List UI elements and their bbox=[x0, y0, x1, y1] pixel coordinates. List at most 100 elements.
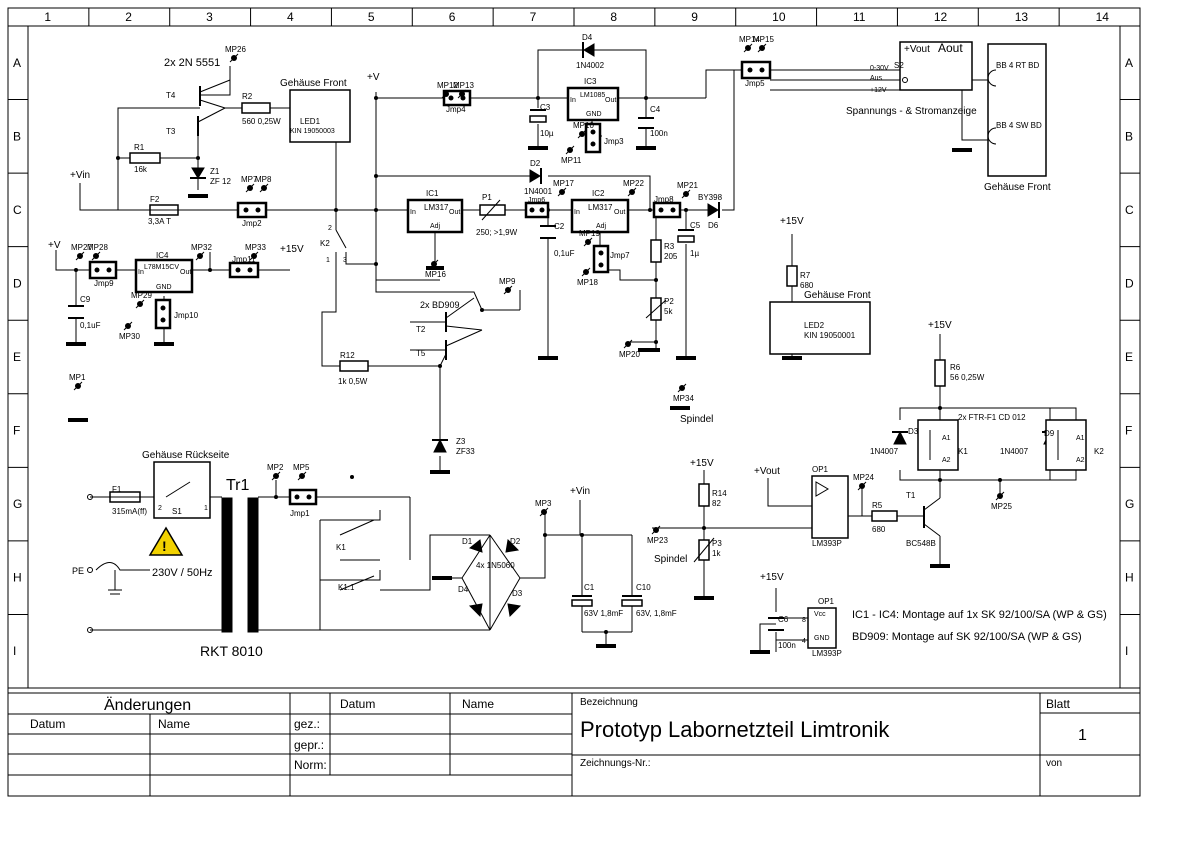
norm-label: Norm: bbox=[294, 758, 327, 772]
measurement-point-mp15: MP15 bbox=[753, 35, 774, 53]
measurement-point-mp29: MP29 bbox=[131, 291, 152, 309]
von-label: von bbox=[1046, 758, 1062, 769]
measurement-point-slash bbox=[651, 525, 661, 535]
grid-row-right-C: C bbox=[1125, 203, 1134, 217]
measurement-point-label: MP11 bbox=[561, 156, 582, 165]
measurement-point-mp33: MP33 bbox=[245, 243, 266, 261]
ic1-out: Out bbox=[449, 209, 460, 216]
z1-label: Z1 bbox=[210, 167, 220, 176]
measurement-point-label: MP25 bbox=[991, 502, 1012, 511]
measurement-point-mp3: MP3 bbox=[535, 499, 552, 517]
grid-col-8: 8 bbox=[610, 10, 617, 24]
grid-col-2: 2 bbox=[125, 10, 132, 24]
led1-front-box bbox=[289, 89, 351, 143]
transformer-tr1 bbox=[221, 497, 259, 633]
measurement-point-label: MP10 bbox=[573, 121, 594, 130]
measurement-point-slash bbox=[259, 183, 269, 193]
s1-pin2: 2 bbox=[158, 505, 162, 512]
jmp11-label: Jmp11 bbox=[232, 255, 256, 264]
grid-row-D: D bbox=[13, 276, 22, 290]
op1b-pin4: 4 bbox=[802, 638, 806, 645]
measurement-point-mp11: MP11 bbox=[561, 145, 582, 165]
grid-row-right-H: H bbox=[1125, 571, 1134, 585]
measurement-point-label: MP9 bbox=[499, 277, 516, 286]
ic1-type: LM317 bbox=[424, 203, 449, 212]
p15v-label-5: +15V bbox=[760, 572, 784, 583]
svg-text:!: ! bbox=[162, 538, 167, 554]
bb-sw-label: BB 4 SW BD bbox=[996, 121, 1042, 130]
c1-value: 63V 1,8mF bbox=[584, 609, 623, 618]
r7-value: 680 bbox=[800, 281, 814, 290]
t3-label: T3 bbox=[166, 127, 176, 136]
grid-row-E: E bbox=[13, 350, 21, 364]
measurement-point-mp2: MP2 bbox=[267, 463, 284, 481]
measurement-point-label: MP14 bbox=[739, 35, 760, 44]
measurement-point-slash bbox=[623, 339, 633, 349]
grid-row-G: G bbox=[13, 497, 22, 511]
p1-value: 250; >1,9W bbox=[476, 228, 518, 237]
aenderungen-label: Änderungen bbox=[104, 696, 191, 714]
transformer-type: RKT 8010 bbox=[200, 643, 263, 659]
op1b-gnd: GND bbox=[814, 635, 830, 642]
r14-value: 82 bbox=[712, 499, 721, 508]
led2-label: LED2 bbox=[804, 321, 825, 330]
measurement-point-label: MP32 bbox=[191, 243, 212, 252]
c6-value: 100n bbox=[778, 641, 796, 650]
bridge-d2: D2 bbox=[510, 537, 521, 546]
jmp5-label: Jmp5 bbox=[745, 79, 765, 88]
grid-row-right-I: I bbox=[1125, 644, 1128, 658]
bridge-label: 4x 1N5060 bbox=[476, 561, 515, 570]
measurement-point-label: MP18 bbox=[577, 278, 598, 287]
t1-value: BC548B bbox=[906, 539, 936, 548]
grid-row-right-B: B bbox=[1125, 129, 1133, 143]
jmp6-label: Jmp6 bbox=[528, 197, 545, 204]
led1-value: KIN 19050003 bbox=[290, 128, 335, 135]
ic4-type: L78M15CV bbox=[144, 264, 179, 271]
jmp3-label: Jmp3 bbox=[604, 137, 624, 146]
measurement-point-slash bbox=[75, 251, 85, 261]
potentiometer-arrows bbox=[481, 199, 715, 563]
grid-row-right-A: A bbox=[1125, 56, 1133, 70]
meter-block bbox=[899, 41, 1047, 177]
measurement-point-label: MP2 bbox=[267, 463, 284, 472]
spindel-label-1: Spindel bbox=[680, 414, 713, 425]
measurement-point-mp17: MP17 bbox=[553, 179, 574, 197]
measurement-point-slash bbox=[581, 267, 591, 277]
ic3-in: In bbox=[570, 97, 576, 104]
k2-pin3: 3 bbox=[343, 257, 347, 264]
wires bbox=[55, 49, 1077, 652]
jmp4-label: Jmp4 bbox=[446, 105, 466, 114]
measurement-point-mp14: MP14 bbox=[739, 35, 760, 53]
vout-label: +Vout bbox=[754, 466, 780, 477]
f2-value: 3,3A T bbox=[148, 217, 171, 226]
measurement-point-mp22: MP22 bbox=[623, 179, 644, 197]
ic3-type: LM1085 bbox=[580, 92, 605, 99]
grid-row-I: I bbox=[13, 644, 16, 658]
f1-value: 315mA(ff) bbox=[112, 507, 147, 516]
s1-rear-box bbox=[153, 461, 211, 519]
measurement-point-label: MP33 bbox=[245, 243, 266, 252]
p15v-label-3: +15V bbox=[928, 320, 952, 331]
grid-col-4: 4 bbox=[287, 10, 294, 24]
p15v-label-1: +15V bbox=[280, 244, 304, 255]
meter-title: Spannungs - & Stromanzeige bbox=[846, 106, 977, 117]
s2-pos1: 0-30V bbox=[870, 65, 889, 72]
c3-value: 10µ bbox=[540, 129, 554, 138]
grid-row-right-F: F bbox=[1125, 424, 1132, 438]
mains-terminal-l bbox=[87, 494, 93, 500]
s1-label: S1 bbox=[172, 507, 182, 516]
ic2-adj: Adj bbox=[596, 223, 607, 230]
k2-relay-label: K2 bbox=[1094, 447, 1104, 456]
t2t5-label: 2x BD909 bbox=[420, 300, 460, 310]
c2-label: C2 bbox=[554, 222, 565, 231]
measurement-point-mp18: MP18 bbox=[577, 267, 598, 287]
grid-col-1: 1 bbox=[44, 10, 51, 24]
measurement-point-slash bbox=[857, 481, 867, 491]
ic4-in: In bbox=[138, 269, 144, 276]
aout-label: Aout bbox=[938, 41, 963, 55]
measurement-point-slash bbox=[73, 381, 83, 391]
measurement-point-slash bbox=[229, 53, 239, 63]
